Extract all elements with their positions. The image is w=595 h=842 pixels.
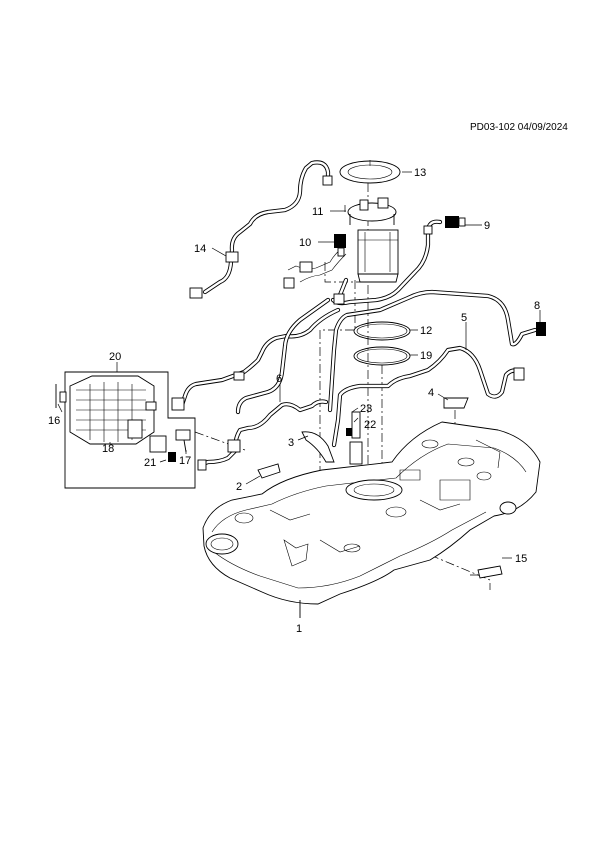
callout-8: 8 <box>534 300 540 312</box>
callout-3: 3 <box>288 437 294 449</box>
fuel-pump-module <box>334 160 401 283</box>
callout-10: 10 <box>299 237 311 249</box>
callout-12: 12 <box>420 325 432 337</box>
callout-4: 4 <box>428 387 434 399</box>
callout-15: 15 <box>515 553 527 565</box>
callout-20: 20 <box>109 351 121 363</box>
callout-9: 9 <box>484 220 490 232</box>
callout-16: 16 <box>48 415 60 427</box>
tank-seal-rings <box>353 321 411 366</box>
canister-assembly-box <box>55 371 196 489</box>
callout-numbers: 1 2 3 4 5 6 8 9 10 11 12 13 14 15 16 17 … <box>48 167 540 635</box>
callout-18: 18 <box>102 443 114 455</box>
callout-5: 5 <box>461 312 467 324</box>
callout-13: 13 <box>414 167 426 179</box>
callout-1: 1 <box>296 623 302 635</box>
diagram-reference: PD03-102 04/09/2024 <box>470 122 568 133</box>
callout-21: 21 <box>144 457 156 469</box>
fuel-tank-body <box>202 421 541 618</box>
callout-14: 14 <box>194 243 206 255</box>
line-connectors <box>171 175 546 471</box>
callout-23: 23 <box>360 403 372 415</box>
tank-brackets <box>257 397 503 579</box>
callout-17: 17 <box>179 455 191 467</box>
callout-19: 19 <box>420 350 432 362</box>
callout-6: 6 <box>276 373 282 385</box>
callout-2: 2 <box>236 481 242 493</box>
callout-11: 11 <box>312 206 323 218</box>
callout-leaders <box>57 171 541 559</box>
callout-22: 22 <box>364 419 376 431</box>
